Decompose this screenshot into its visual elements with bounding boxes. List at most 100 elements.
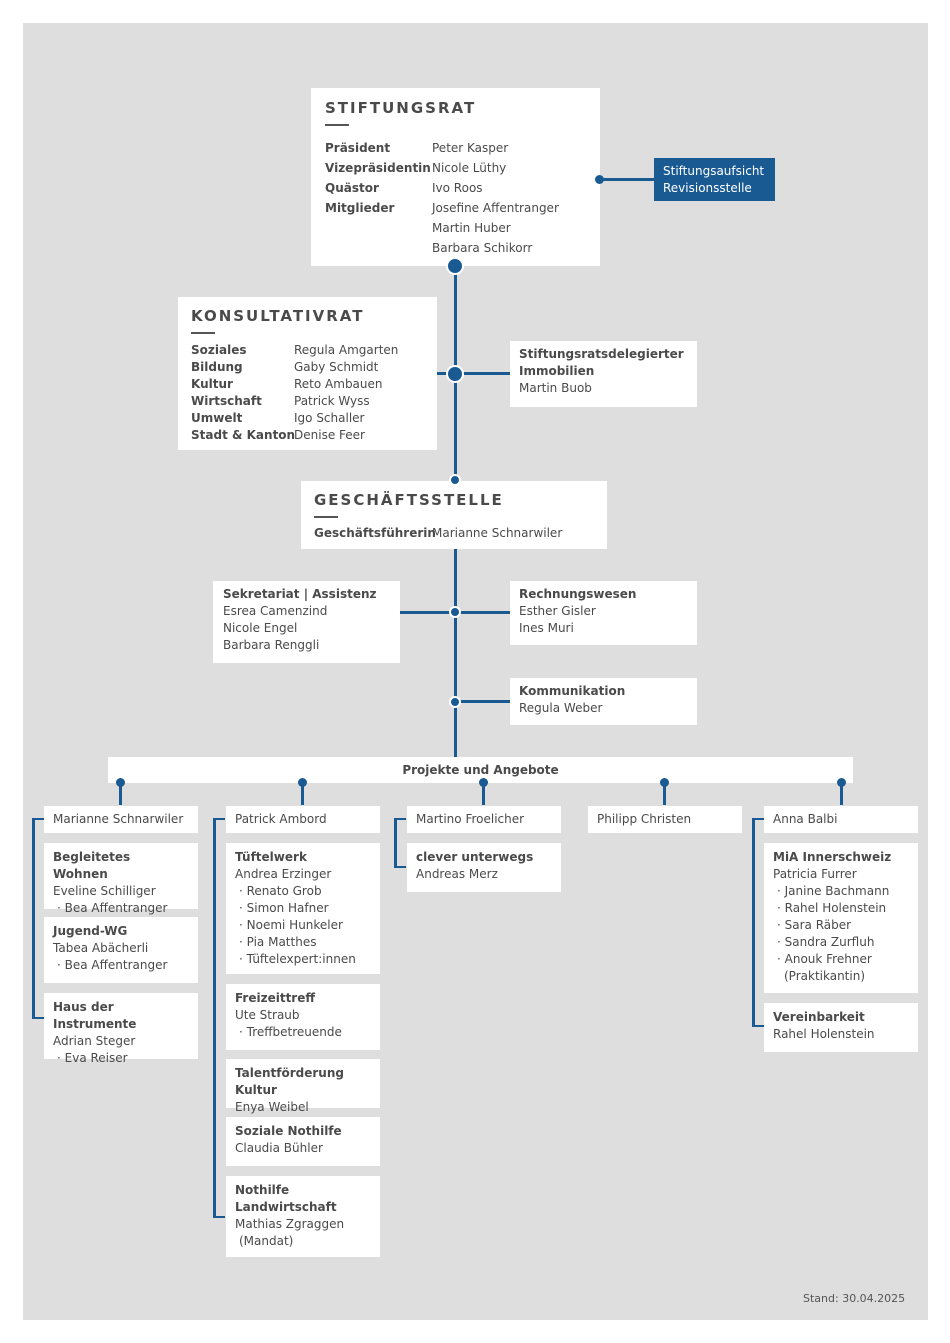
project-member: · Noemi Hunkeler [239,918,343,932]
connector-dot [449,606,461,618]
col3-tick [394,818,406,820]
member-name: Ivo Roos [432,181,483,195]
col5-tick [752,818,764,820]
member-name: Barbara Schikorr [432,241,533,255]
project-lead-name: Anna Balbi [773,812,838,826]
project-title: Jugend-WG [53,924,128,938]
member-name: Martin Huber [432,221,511,235]
project-lead-name: Martino Froelicher [416,812,525,826]
rechnungswesen-member: Ines Muri [519,621,574,635]
aufsicht-box: Stiftungsaufsicht Revisionsstelle [654,158,775,201]
projekte-title: Projekte und Angebote [402,763,559,777]
member-row: Barbara Schikorr [325,238,586,258]
rechnungswesen-box: Rechnungswesen Esther Gisler Ines Muri [510,581,697,645]
connector-dot [595,175,604,184]
col1-tick [32,1017,44,1019]
col5-line [840,783,843,805]
member-name: Regula Amgarten [294,343,399,357]
project-member: · Janine Bachmann [777,884,890,898]
member-role: Mitglieder [325,201,395,215]
title-underline [314,516,338,518]
project-member: Tabea Abächerli [53,941,149,955]
sekretariat-member: Barbara Renggli [223,638,320,652]
project-title: Haus der Instrumente [53,1000,137,1031]
geschaeftsstelle-title: GESCHÄFTSSTELLE [314,491,504,509]
project-member: Enya Weibel [235,1100,309,1114]
project-lead-box: Patrick Ambord [226,806,380,833]
delegierter-name: Martin Buob [519,381,592,395]
col3-bracket [394,818,397,868]
member-row: Martin Huber [325,218,586,238]
col4-line [663,783,666,805]
connector-dot [446,257,464,275]
member-name: Nicole Lüthy [432,161,507,175]
member-role: Wirtschaft [191,394,262,408]
project-member: Adrian Steger [53,1034,136,1048]
title-underline [325,124,349,126]
project-title: Nothilfe [235,1183,290,1197]
sekretariat-title: Sekretariat | Assistenz [223,587,377,601]
aufsicht-label-2: Revisionsstelle [663,181,752,195]
member-role: Kultur [191,377,233,391]
project-member: Rahel Holenstein [773,1027,875,1041]
project-member: (Praktikantin) [784,969,866,983]
member-row: Stadt & KantonDenise Feer [191,427,424,444]
project-member: Patricia Furrer [773,867,857,881]
col1-tick [32,818,44,820]
project-member: Andrea Erzinger [235,867,332,881]
col2-tick [213,818,225,820]
project-lead-name: Philipp Christen [597,812,692,826]
project-member: · Rahel Holenstein [777,901,887,915]
kommunikation-title: Kommunikation [519,684,626,698]
connector-dot [479,778,488,787]
title-underline [191,332,215,334]
stand-date: Stand: 30.04.2025 [803,1292,906,1305]
konsultativ-connector [437,372,510,375]
connector-dot [449,474,461,486]
member-role: Bildung [191,360,243,374]
project-member: · Pia Matthes [239,935,317,949]
project-member: · Bea Affentranger [57,901,168,915]
project-member: Mathias Zgraggen [235,1217,345,1231]
member-name: Josefine Affentranger [432,201,559,215]
col1-line [119,783,122,805]
delegierter-box: Stiftungsratsdelegierter Immobilien Mart… [510,341,697,407]
project-member: · Renato Grob [239,884,322,898]
member-name: Igo Schaller [294,411,365,425]
konsultativrat-title: KONSULTATIVRAT [191,307,365,325]
member-role: Soziales [191,343,247,357]
project-member: · Eva Reiser [57,1051,128,1065]
project-lead-name: Patrick Ambord [235,812,327,826]
kommunikation-member: Regula Weber [519,701,603,715]
sekretariat-member: Esrea Camenzind [223,604,328,618]
project-title: clever unterwegs [416,850,534,864]
project-title: Landwirtschaft [235,1200,337,1214]
member-role: Stadt & Kanton [191,428,296,442]
sekretariat-member: Nicole Engel [223,621,298,635]
project-title: MiA Innerschweiz [773,850,892,864]
geschaeftsfuehrerin-name: Marianne Schnarwiler [432,526,563,540]
kommunikation-connector [455,700,510,703]
project-title: Freizeittreff [235,991,316,1005]
connector-dot [837,778,846,787]
stiftungsrat-title: STIFTUNGSRAT [325,99,477,117]
member-row: Soziales Regula Amgarten [191,342,424,359]
